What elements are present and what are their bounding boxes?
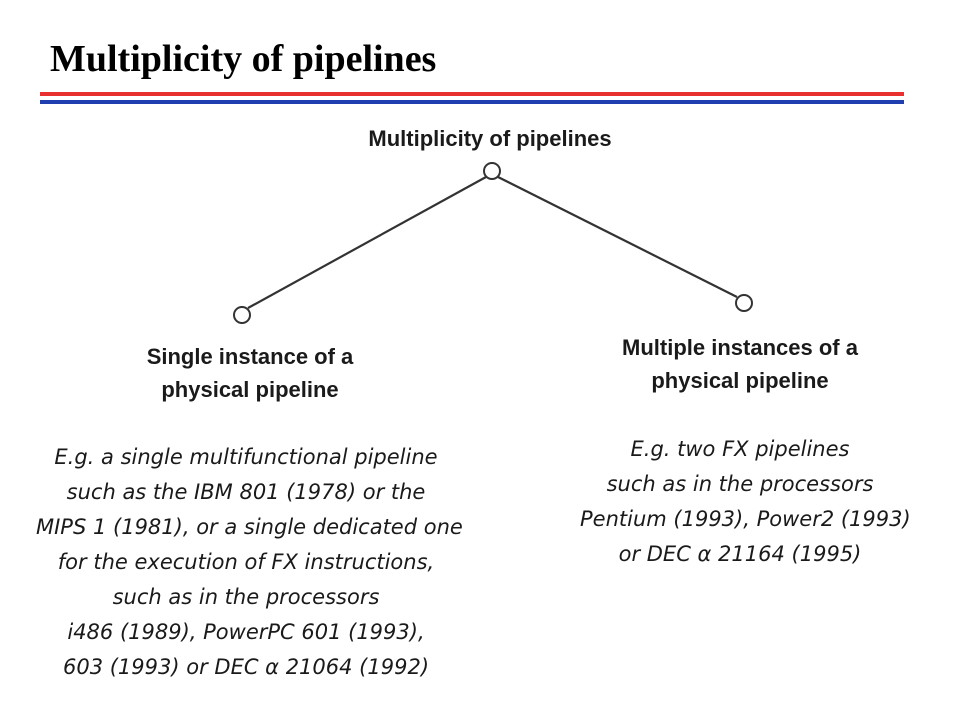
right-example-line: E.g. two FX pipelines [630, 437, 850, 461]
title-rule-red [40, 92, 904, 96]
left-example-line: E.g. a single multifunctional pipeline [54, 445, 438, 469]
root-node-label: Multiplicity of pipelines [368, 126, 612, 151]
edge-root-right [497, 176, 738, 298]
right-label-line: physical pipeline [651, 368, 829, 393]
right-example-line: or DEC α 21164 (1995) [618, 542, 862, 566]
right-example-text: E.g. two FX pipelines such as in the pro… [580, 432, 911, 572]
edge-root-left [247, 176, 487, 309]
root-node-circle [483, 162, 501, 180]
right-node-label: Multiple instances of a physical pipelin… [590, 331, 890, 397]
right-example-line: Pentium (1993), Power2 (1993) [580, 507, 911, 531]
left-example-line: 603 (1993) or DEC α 21064 (1992) [62, 655, 430, 679]
right-example-line: such as in the processors [606, 472, 874, 496]
slide-title: Multiplicity of pipelines [50, 38, 437, 80]
left-node-circle [233, 306, 251, 324]
title-rule-blue [40, 100, 904, 104]
left-example-line: such as in the processors [112, 585, 380, 609]
left-node-label: Single instance of a physical pipeline [110, 340, 390, 406]
left-example-line: such as the IBM 801 (1978) or the [66, 480, 426, 504]
left-label-line: physical pipeline [161, 377, 339, 402]
left-example-text: E.g. a single multifunctional pipeline s… [36, 440, 463, 685]
left-example-line: i486 (1989), PowerPC 601 (1993), [67, 620, 425, 644]
right-node-circle [735, 294, 753, 312]
left-example-line: for the execution of FX instructions, [57, 550, 435, 574]
left-example-line: MIPS 1 (1981), or a single dedicated one [36, 515, 463, 539]
left-label-line: Single instance of a [146, 344, 354, 369]
right-label-line: Multiple instances of a [622, 335, 858, 360]
